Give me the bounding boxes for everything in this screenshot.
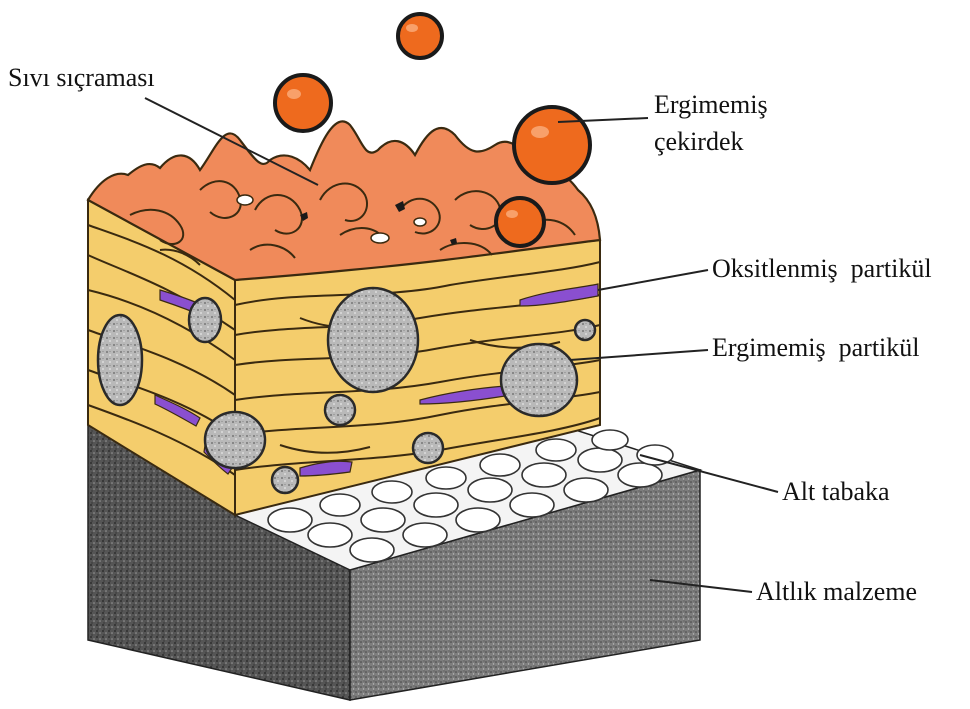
label-sublayer: Alt tabaka <box>782 477 890 506</box>
label-unmelted-core-line2: çekirdek <box>654 127 744 156</box>
label-liquid-splash: Sıvı sıçraması <box>8 63 155 92</box>
label-oxidized-particle: Oksitlenmiş partikül <box>712 254 932 283</box>
label-base-material: Altlık malzeme <box>756 577 917 606</box>
label-unmelted-core-line1: Ergimemiş <box>654 90 768 119</box>
label-unmelted-particle: Ergimemiş partikül <box>712 333 920 362</box>
